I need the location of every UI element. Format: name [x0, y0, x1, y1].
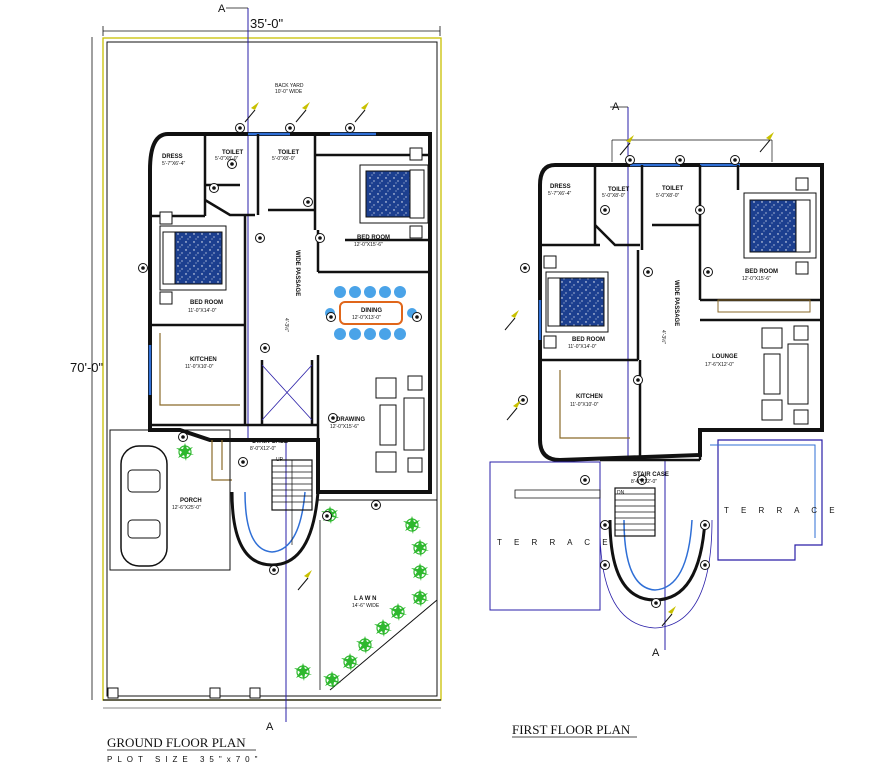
f-dress-size: 5'-7"X6'-4": [548, 191, 571, 197]
ground-staircase: [211, 440, 320, 567]
back-yard-size: 10'-0" WIDE: [275, 89, 303, 95]
g-bed1-label: BED ROOM: [357, 235, 390, 241]
f-stair-size: 8'-0"X12'-0": [631, 479, 657, 485]
f-passage-label: WIDE PASSAGE: [673, 280, 679, 326]
f-bed1-size: 12'-0"X15'-6": [742, 276, 771, 282]
f-toilet1-size: 5'-0"X8'-0": [602, 193, 625, 199]
ground-floor-title: GROUND FLOOR PLAN: [107, 735, 246, 750]
g-dining-label: DINING: [361, 308, 382, 314]
g-up-label: UP: [276, 457, 284, 463]
f-bed1-label: BED ROOM: [745, 269, 778, 275]
ground-bed-2: [159, 211, 227, 305]
g-kitchen-label: KITCHEN: [190, 357, 217, 363]
g-dress-label: DRESS: [162, 154, 183, 160]
plot-boundary: [102, 37, 442, 701]
back-yard-label: BACK YARD: [275, 83, 304, 89]
f-passage-size: 4'-3½": [660, 330, 667, 344]
g-drawing-size: 12'-0"X15'-6": [330, 424, 359, 430]
first-bed-2: [543, 255, 609, 349]
section-marker-bottom: A: [266, 721, 274, 733]
f-kitchen-label: KITCHEN: [576, 394, 603, 400]
drawing-furniture: [375, 375, 425, 473]
f-toilet2-label: TOILET: [662, 186, 684, 192]
g-stair-label: STAIR CASE: [252, 439, 288, 445]
f-kitchen-size: 11'-0"X10'-0": [570, 402, 599, 408]
g-bed2-label: BED ROOM: [190, 300, 223, 306]
f-stair-label: STAIR CASE: [633, 472, 669, 478]
first-section-bottom: A: [652, 647, 660, 659]
ground-interior-walls: [150, 134, 430, 440]
first-outer-walls: [538, 163, 824, 463]
g-toilet1-size: 5'-0"X8'-0": [215, 156, 238, 162]
terrace-left-outline: [489, 461, 601, 611]
f-terrace-left-label: T E R R A C E: [497, 538, 613, 547]
car-icon: [120, 445, 168, 567]
g-lawn-label: L A W N: [354, 596, 376, 602]
lounge-furniture: [761, 325, 809, 425]
f-dn-label: DN: [617, 490, 625, 496]
f-lounge-label: LOUNGE: [712, 354, 738, 360]
g-passage-label: WIDE PASSAGE: [294, 250, 300, 296]
section-marker-top: A: [218, 3, 226, 15]
g-porch-size: 12'-6"X25'-0": [172, 505, 201, 511]
g-dress-size: 5'-7"X6'-4": [162, 161, 185, 167]
g-kitchen-size: 11'-0"X10'-0": [185, 364, 214, 370]
g-stair-size: 8'-0"X12'-0": [250, 446, 276, 452]
g-bed1-size: 12'-0"X15'-6": [354, 242, 383, 248]
f-bed2-label: BED ROOM: [572, 337, 605, 343]
f-terrace-right-label: T E R R A C E: [724, 506, 840, 515]
g-dining-size: 12'-0"X13'-0": [352, 315, 381, 321]
terrace-right-outline: [717, 439, 823, 561]
kitchen-counter: [159, 333, 240, 406]
g-toilet2-label: TOILET: [278, 150, 300, 156]
g-porch-label: PORCH: [180, 498, 202, 504]
ground-floor-plan: 35'-0" 70'-0" A A BACK YARD 10'-0" WIDE: [70, 3, 442, 764]
g-toilet1-label: TOILET: [222, 150, 244, 156]
f-toilet2-size: 5'-0"X8'-0": [656, 193, 679, 199]
ground-bed-1: [359, 147, 429, 239]
f-lounge-size: 17'-6"X12'-0": [705, 362, 734, 368]
first-floor-title: FIRST FLOOR PLAN: [512, 722, 631, 737]
first-floor-plan: A A: [489, 101, 840, 738]
plot-size-label: PLOT SIZE 35"x70": [107, 755, 262, 764]
g-drawing-label: DRAWING: [336, 417, 365, 423]
first-bed-1: [743, 177, 817, 275]
g-passage-size: 4'-3½": [283, 318, 290, 332]
first-section-top: A: [612, 101, 620, 113]
ground-height-dim: 70'-0": [70, 360, 104, 375]
f-toilet1-label: TOILET: [608, 187, 630, 193]
g-bed2-size: 11'-0"X14'-0": [188, 308, 217, 314]
ground-width-dim: 35'-0": [250, 16, 284, 31]
f-bed2-size: 11'-0"X14'-0": [568, 344, 597, 350]
g-lawn-size: 14'-6" WIDE: [352, 603, 380, 609]
g-toilet2-size: 5'-0"X8'-0": [272, 156, 295, 162]
dining-set: [325, 286, 417, 340]
f-dress-label: DRESS: [550, 184, 571, 190]
